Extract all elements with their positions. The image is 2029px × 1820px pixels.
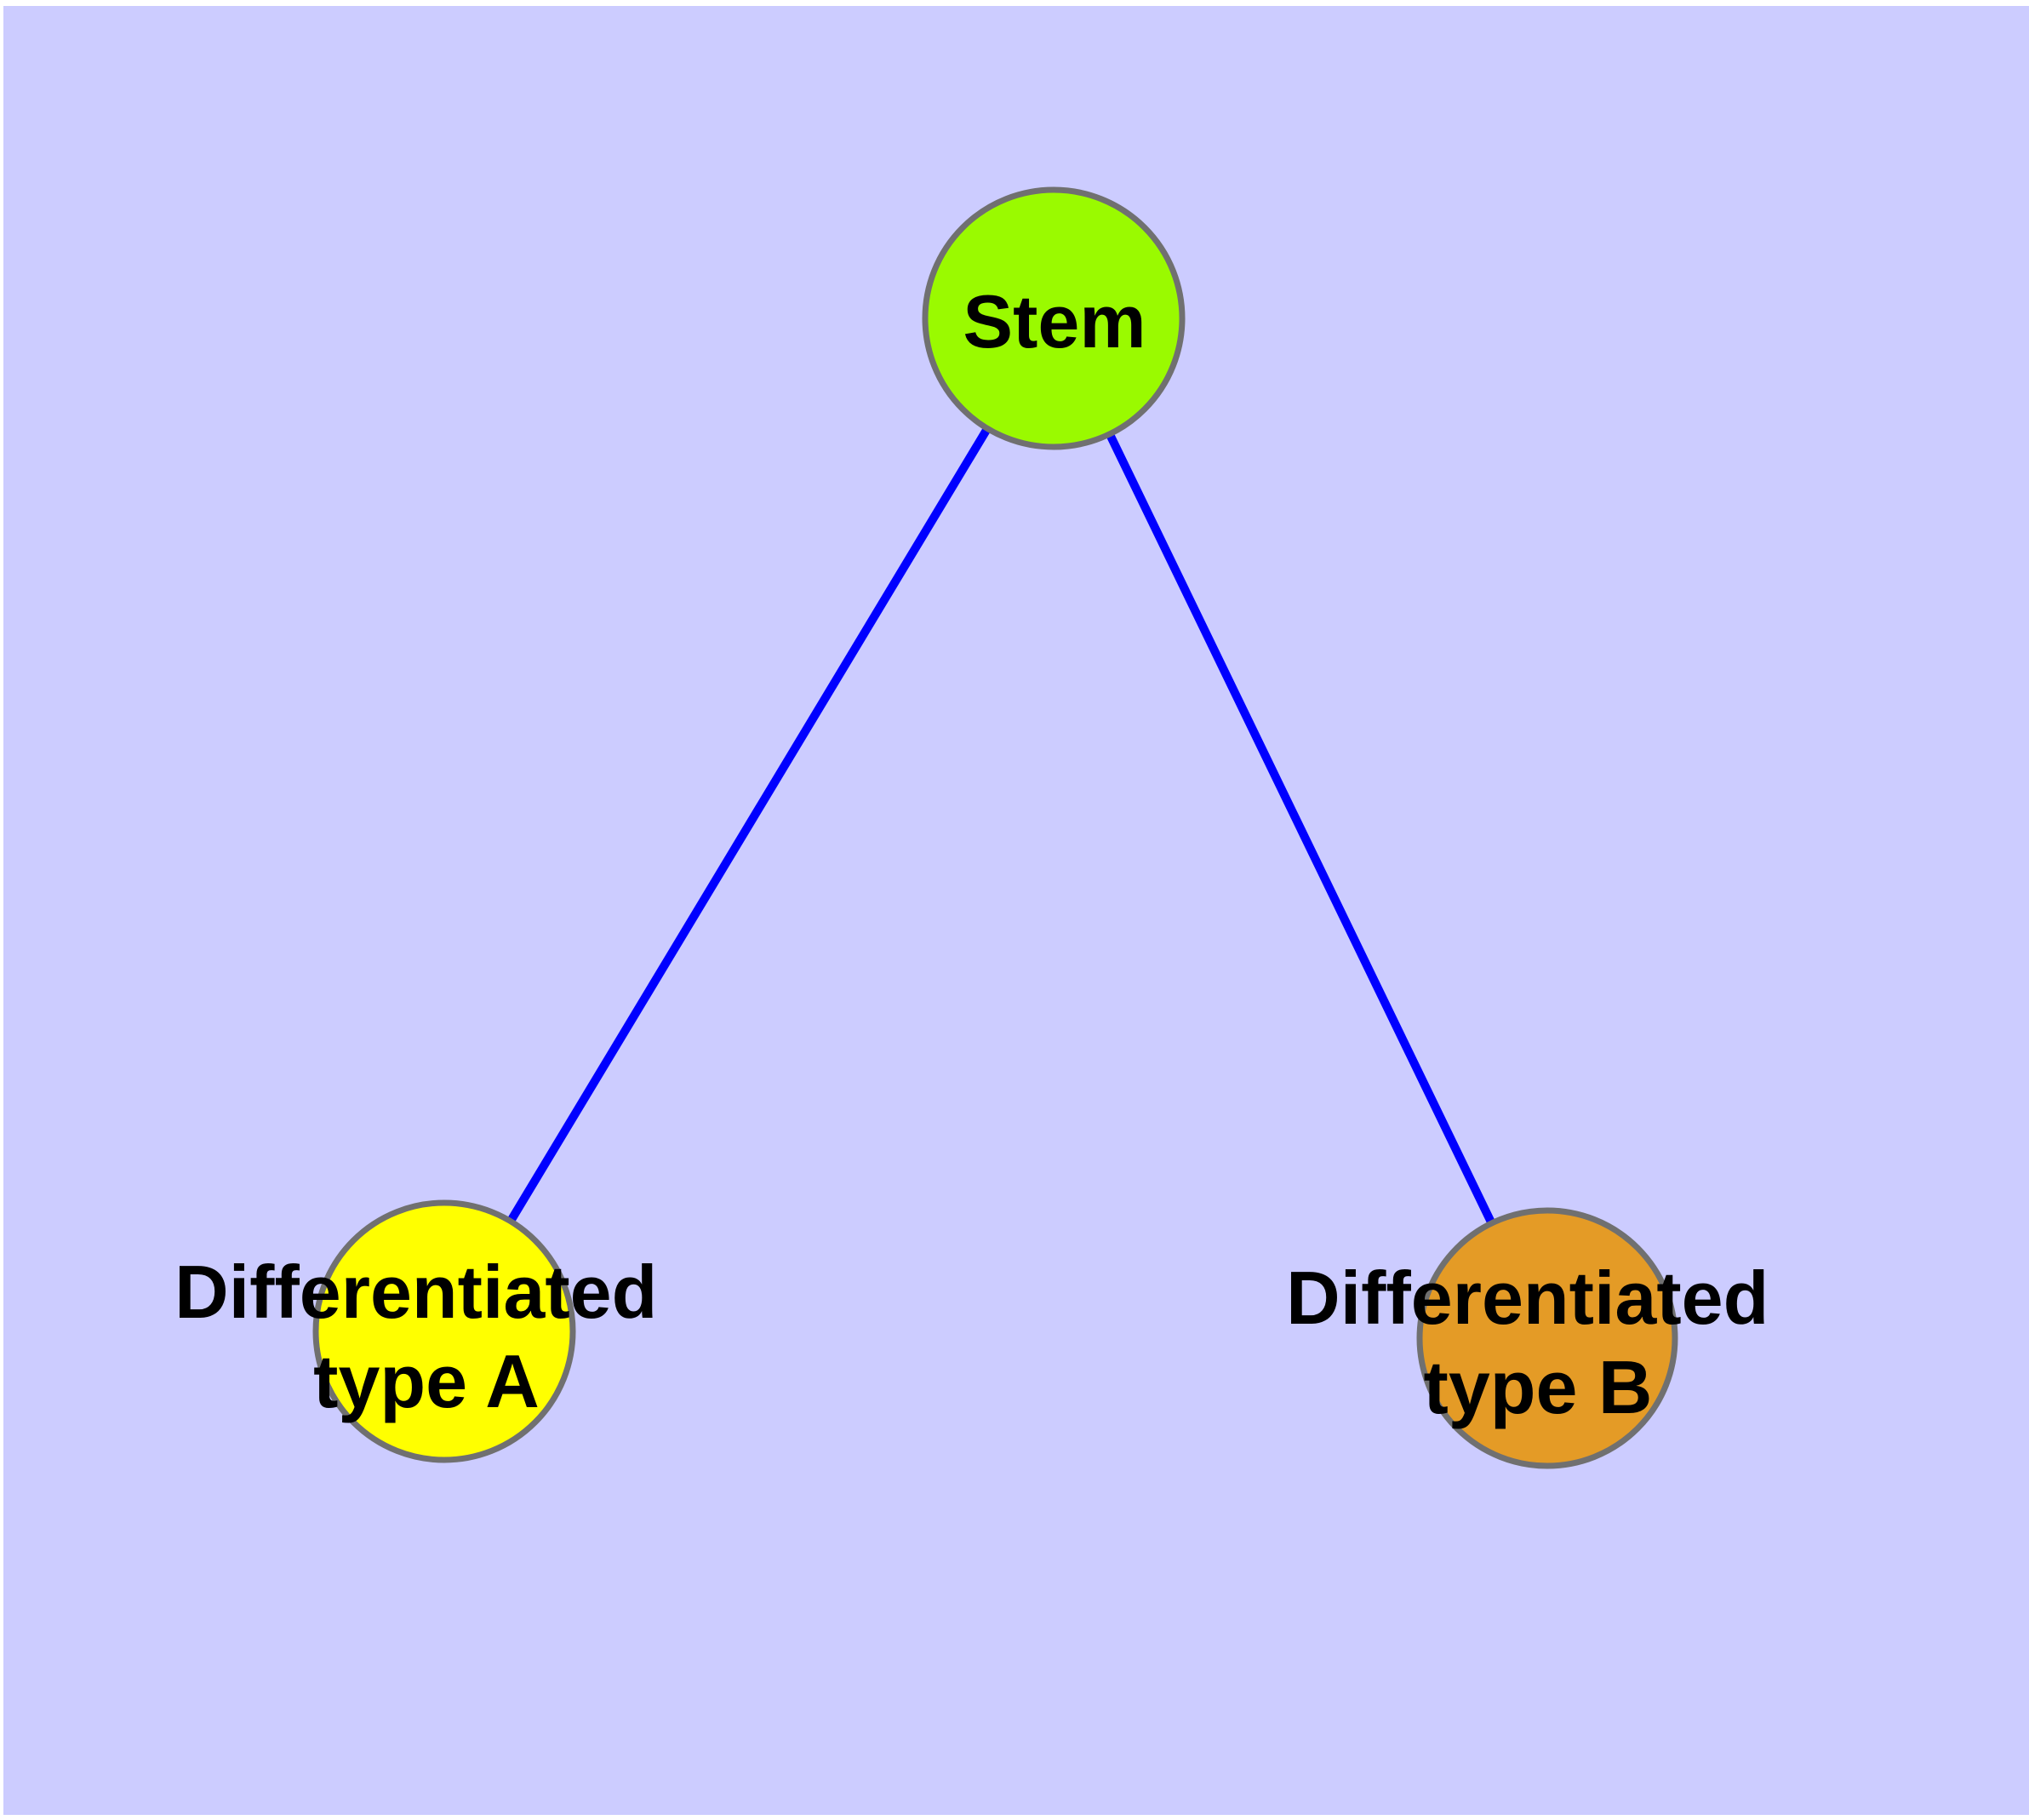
differentiated-type-a-label-line2: type A [313, 1339, 540, 1423]
differentiated-type-b-label-line1: Differentiated [1286, 1256, 1769, 1340]
edge-stem-to-type-b [1049, 316, 1552, 1341]
differentiated-type-b-node [1416, 1207, 1678, 1469]
stem-node [922, 186, 1186, 450]
differentiated-type-a-node [312, 1199, 576, 1463]
differentiated-type-b-label-line2: type B [1424, 1345, 1653, 1429]
differentiated-type-a-label-line1: Differentiated [174, 1250, 657, 1334]
differentiated-type-b-label: Differentiated type B [1286, 1256, 1790, 1429]
stem-node-label: Stem [963, 279, 1146, 363]
differentiated-type-a-label: Differentiated type A [174, 1250, 678, 1423]
edge-stem-to-type-a [440, 316, 1058, 1334]
